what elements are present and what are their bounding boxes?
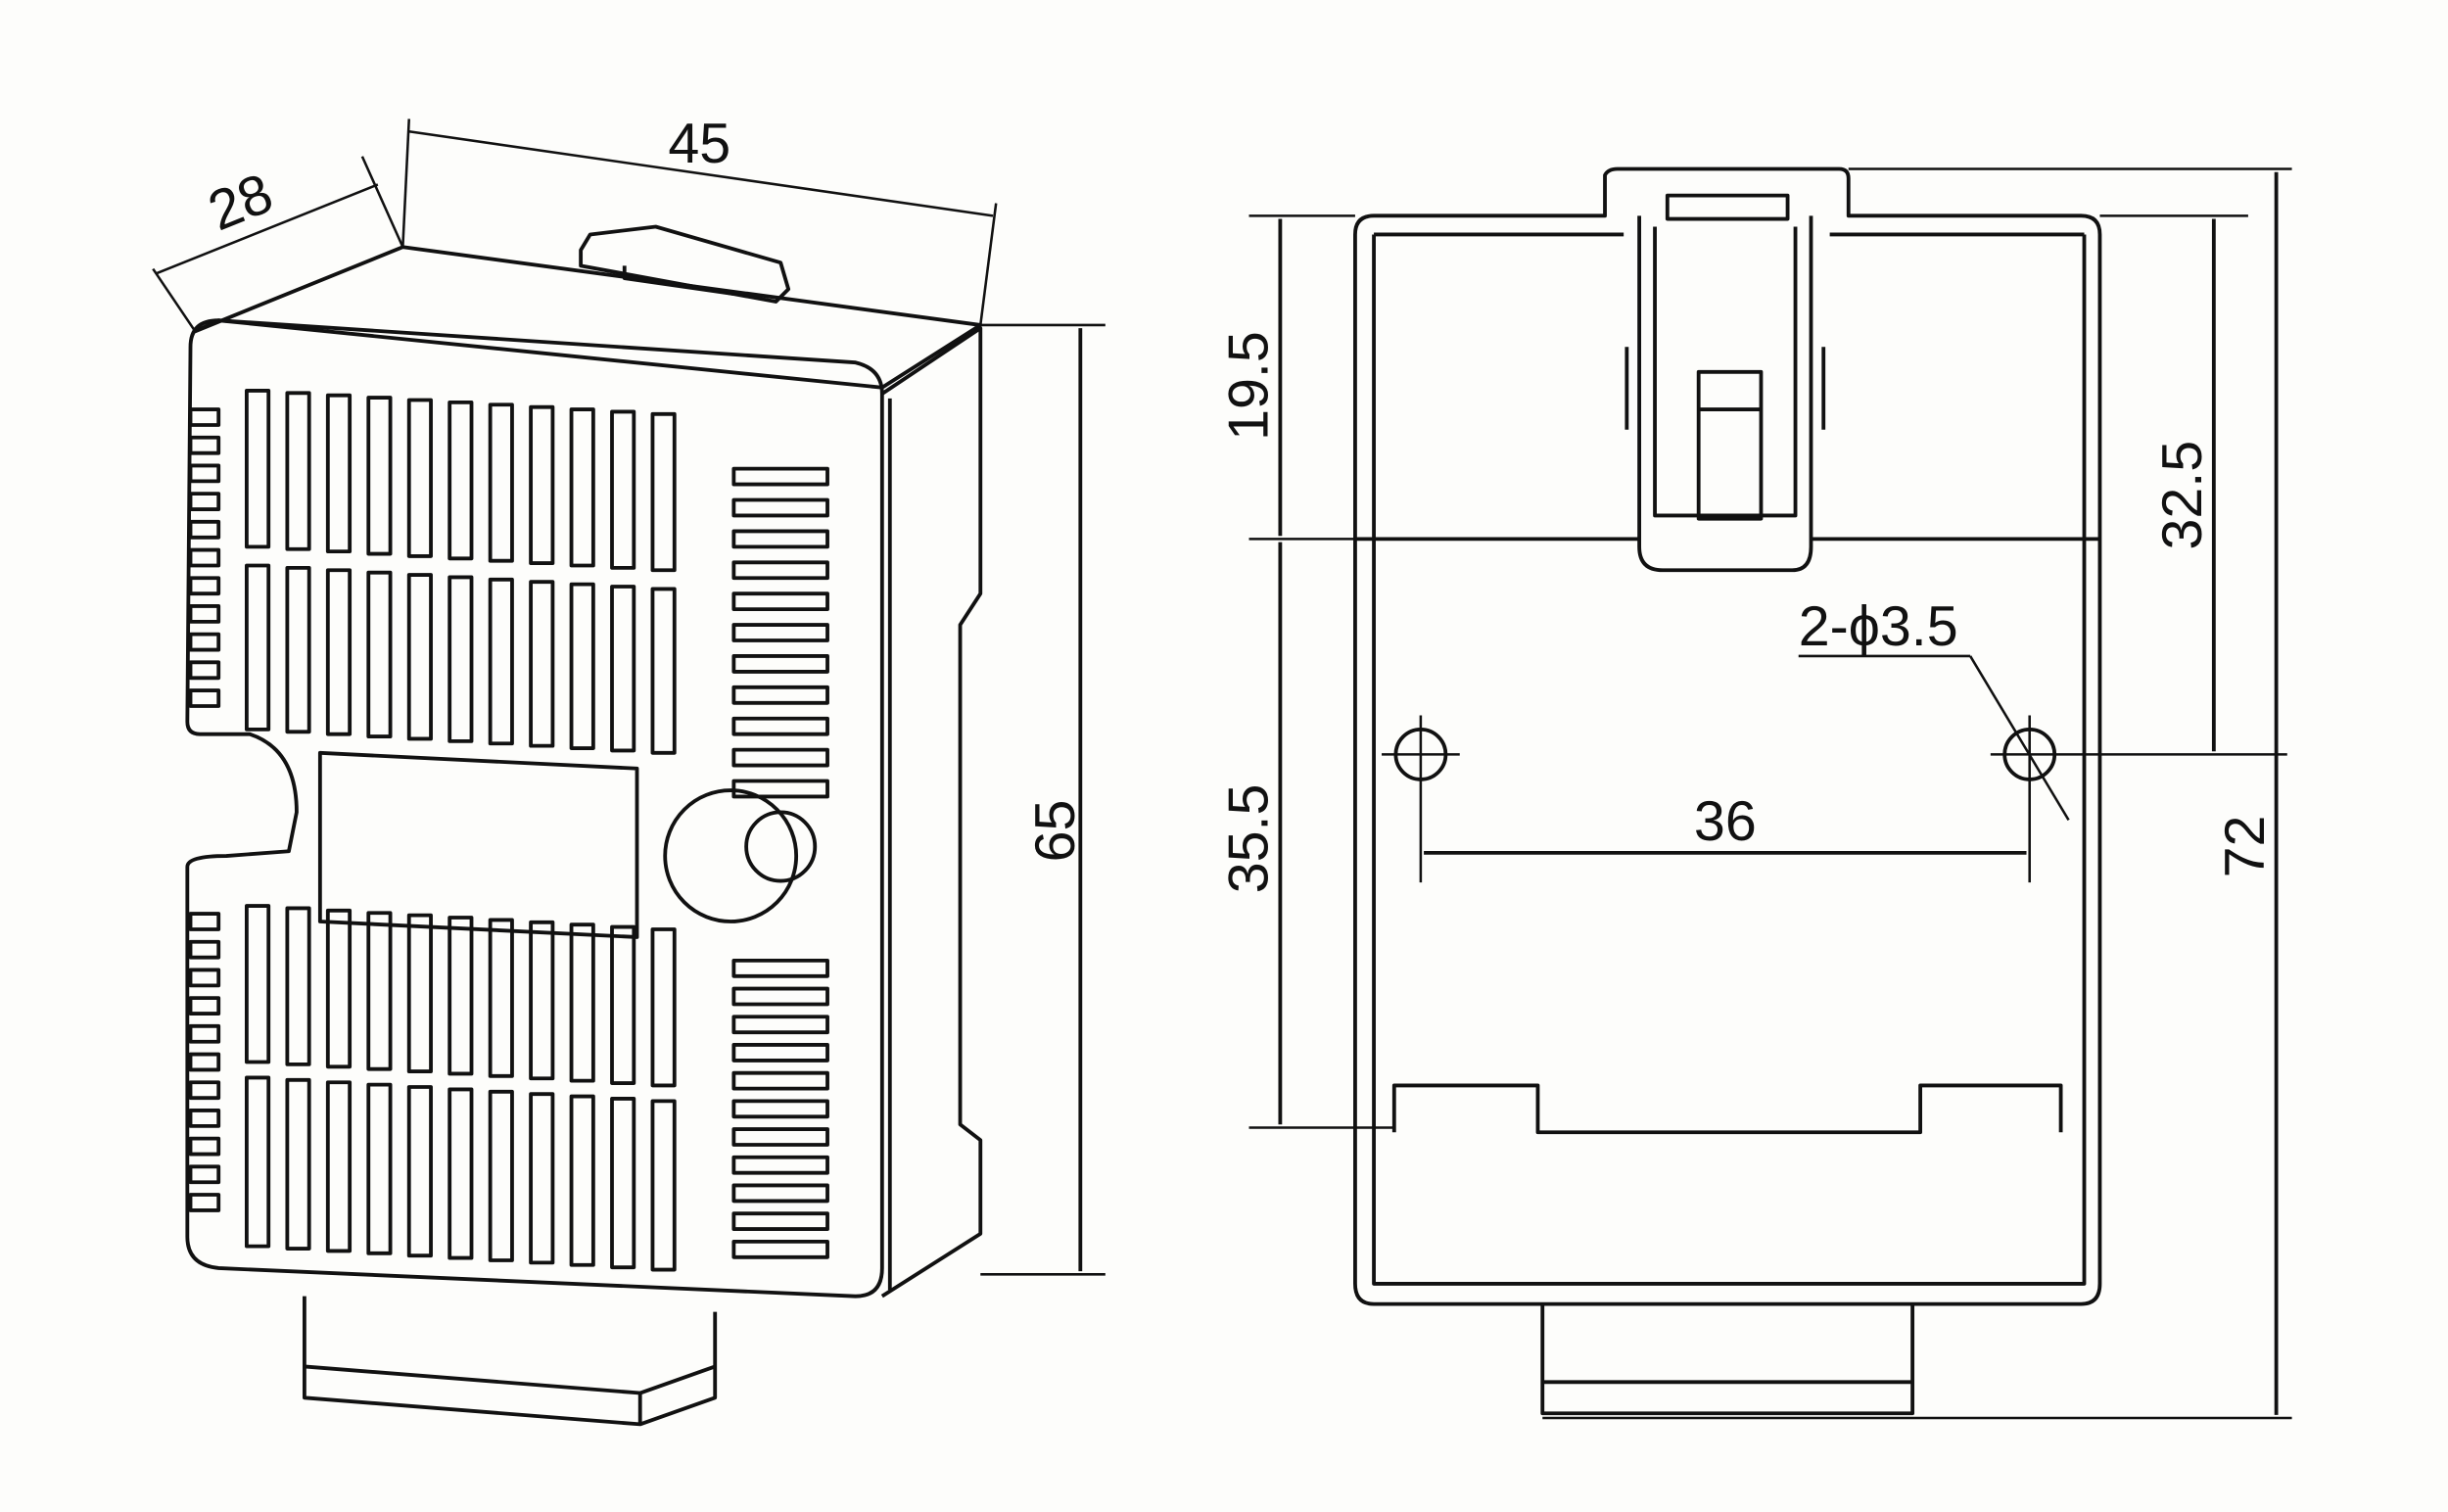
- vent-slot: [188, 547, 221, 568]
- vent-slot: [245, 904, 271, 1064]
- vent-slot: [325, 908, 353, 1069]
- dim-hole-height: 32.5: [2151, 441, 2214, 550]
- vent-slot: [650, 587, 677, 755]
- vent-slot: [188, 576, 221, 596]
- vent-slot: [188, 1193, 221, 1212]
- vent-slot: [731, 1211, 829, 1232]
- vent-slot: [650, 411, 677, 573]
- vent-slot: [731, 1127, 829, 1147]
- vent-slot: [366, 911, 393, 1071]
- vent-slot: [569, 922, 595, 1083]
- vent-slot: [731, 654, 829, 674]
- vent-slot: [325, 568, 353, 736]
- vent-slot: [488, 577, 514, 746]
- vent-slot: [731, 623, 829, 642]
- vent-slot: [406, 913, 433, 1073]
- vent-slot: [650, 927, 677, 1088]
- vent-slot: [488, 402, 514, 563]
- vent-slot: [188, 435, 221, 455]
- vent-slot: [188, 660, 221, 681]
- vent-slot: [188, 996, 221, 1016]
- dim-lower-section: 35.5: [1218, 784, 1281, 894]
- vent-slot: [731, 1043, 829, 1063]
- vent-slot: [188, 1052, 221, 1072]
- vent-slot: [569, 1094, 595, 1267]
- vent-slot: [188, 1109, 221, 1128]
- front-view: 19.5 35.5 32.5 72 36 2-ϕ3.5: [1218, 166, 2292, 1420]
- vent-slot: [188, 519, 221, 540]
- vent-slot: [731, 716, 829, 736]
- vent-slot: [610, 585, 636, 753]
- vent-slot: [188, 1023, 221, 1044]
- vent-slot: [569, 407, 595, 568]
- dim-height: 65: [1024, 800, 1087, 863]
- vent-slot: [245, 389, 271, 549]
- vent-slot: [731, 591, 829, 612]
- vent-slot: [366, 570, 393, 738]
- vent-slot: [731, 529, 829, 549]
- vent-slot: [488, 918, 514, 1078]
- vent-slot: [610, 1097, 636, 1270]
- vent-slot: [447, 1087, 474, 1260]
- vent-slot: [245, 563, 271, 732]
- vent-slot: [731, 1239, 829, 1259]
- vent-slot: [366, 396, 393, 556]
- vent-slot: [731, 779, 829, 799]
- vent-slot: [731, 560, 829, 581]
- vent-slot: [488, 1089, 514, 1262]
- vent-slot: [188, 688, 221, 708]
- vent-slot: [245, 1075, 271, 1249]
- vent-slot: [610, 409, 636, 570]
- vent-slot: [406, 398, 433, 558]
- vent-slot: [188, 632, 221, 652]
- vent-slot: [188, 912, 221, 931]
- vent-slot: [731, 466, 829, 487]
- dim-hole-spec: 2-ϕ3.5: [1799, 595, 1958, 658]
- vent-slot: [325, 393, 353, 554]
- vent-slot: [188, 463, 221, 484]
- vent-slot: [447, 916, 474, 1076]
- vent-slot: [731, 958, 829, 978]
- vent-slot: [188, 968, 221, 988]
- vent-slot: [731, 1155, 829, 1175]
- dim-top-section: 19.5: [1218, 331, 1281, 441]
- vent-slot: [529, 404, 555, 566]
- vent-slot: [188, 604, 221, 624]
- vent-slot: [366, 1082, 393, 1255]
- vent-slot: [285, 391, 311, 551]
- vent-slot: [731, 685, 829, 705]
- isometric-view: 28 45 65: [152, 113, 1106, 1427]
- vent-slot: [188, 492, 221, 511]
- vent-slot: [447, 400, 474, 561]
- vent-slot: [650, 1099, 677, 1272]
- vent-slot: [285, 1077, 311, 1251]
- vent-slot: [731, 1015, 829, 1035]
- vent-slot: [731, 747, 829, 768]
- vent-slot: [406, 1085, 433, 1258]
- vent-slot: [731, 1070, 829, 1091]
- vent-slot: [188, 1164, 221, 1185]
- vent-slot: [731, 497, 829, 518]
- vent-slot: [188, 1136, 221, 1157]
- vent-slot: [731, 1183, 829, 1204]
- vent-slot: [325, 1080, 353, 1253]
- vent-slot: [610, 924, 636, 1085]
- vent-slot: [285, 906, 311, 1066]
- vent-slot: [447, 575, 474, 743]
- vent-slot: [188, 939, 221, 960]
- vent-slot: [529, 920, 555, 1081]
- vent-slot: [529, 580, 555, 748]
- vent-slot: [731, 1099, 829, 1119]
- dim-overall-height: 72: [2214, 816, 2277, 878]
- vent-slot: [529, 1092, 555, 1265]
- dim-depth: 28: [200, 162, 281, 243]
- dim-hole-spacing: 36: [1694, 790, 1757, 853]
- vent-slot: [569, 582, 595, 750]
- vent-slot: [188, 1080, 221, 1101]
- vent-slot: [285, 565, 311, 734]
- vent-slot: [731, 986, 829, 1007]
- vent-slot: [188, 407, 221, 427]
- dim-width: 45: [668, 113, 730, 175]
- vent-slot: [406, 573, 433, 741]
